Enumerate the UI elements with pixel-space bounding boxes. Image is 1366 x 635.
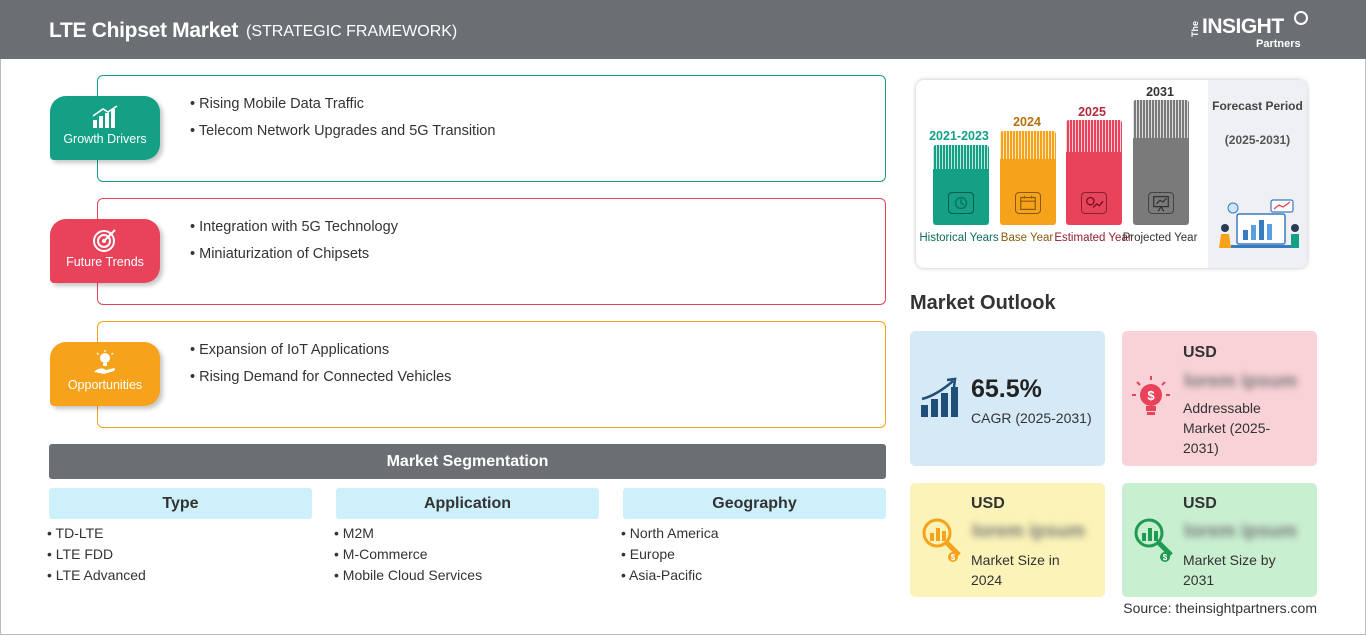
svg-text:$: $	[1163, 553, 1168, 562]
list-item: TD-LTE	[47, 525, 146, 541]
list-item: Rising Mobile Data Traffic	[190, 96, 495, 112]
timeline-year-estimated: 2025	[1078, 105, 1106, 119]
size-2031-currency: USD	[1183, 495, 1217, 512]
cagr-tile: 65.5% CAGR (2025-2031)	[910, 331, 1105, 466]
addressable-market-tile: $ USD lorem ipsum Addressable Market (20…	[1122, 331, 1317, 466]
future-trends-badge: Future Trends	[50, 219, 160, 283]
size-2031-value: lorem ipsum	[1184, 521, 1297, 542]
timeline-label-base: Base Year	[1000, 232, 1054, 244]
market-size-2024-tile: $ USD lorem ipsum Market Size in 2024	[910, 483, 1105, 597]
timeline-bar-base	[1000, 131, 1056, 225]
size-2024-currency: USD	[971, 495, 1005, 512]
list-item: LTE FDD	[47, 546, 146, 562]
timeline-label-projected: Projected Year	[1122, 232, 1198, 244]
timeline-year-historical: 2021-2023	[929, 129, 989, 143]
addressable-label: Addressable Market (2025-2031)	[1183, 400, 1271, 456]
list-item: LTE Advanced	[47, 567, 146, 583]
addressable-currency: USD	[1183, 344, 1217, 361]
segment-application-list: M2M M-Commerce Mobile Cloud Services	[334, 525, 482, 588]
presentation-icon	[1148, 192, 1174, 214]
market-outlook-title: Market Outlook	[910, 292, 1056, 314]
timeline-bar-historical	[933, 145, 989, 225]
header-bar: LTE Chipset Market (STRATEGIC FRAMEWORK)…	[0, 0, 1366, 59]
dollar-bulb-icon: $	[1132, 376, 1170, 415]
growth-drivers-badge: Growth Drivers	[50, 96, 160, 160]
magnifier-chart-icon: $	[922, 518, 961, 562]
page-title: LTE Chipset Market	[49, 19, 239, 42]
growth-chart-icon	[921, 377, 958, 417]
list-item: Expansion of IoT Applications	[190, 342, 451, 358]
size-2024-label: Market Size in 2024	[971, 552, 1060, 588]
market-size-2031-tile: $ USD lorem ipsum Market Size by 2031	[1122, 483, 1317, 597]
segment-type-list: TD-LTE LTE FDD LTE Advanced	[47, 525, 146, 588]
list-item: M-Commerce	[334, 546, 482, 562]
opportunities-card: Expansion of IoT Applications Rising Dem…	[97, 321, 886, 428]
size-2024-value: lorem ipsum	[972, 521, 1085, 542]
analytics-illustration-icon	[1219, 199, 1299, 248]
segment-type-heading: Type	[49, 488, 312, 519]
timeline-label-historical: Historical Years	[919, 232, 999, 244]
calendar-icon	[1015, 192, 1041, 214]
market-segmentation-header: Market Segmentation	[49, 444, 886, 479]
logo-bulb-icon	[1294, 11, 1308, 25]
magnifier-chart-icon: $	[1134, 518, 1173, 562]
timeline-year-projected: 2031	[1146, 85, 1174, 99]
timeline-year-base: 2024	[1013, 115, 1041, 129]
bar-growth-icon	[92, 105, 118, 128]
gear-chart-icon	[1081, 192, 1107, 214]
list-item: Miniaturization of Chipsets	[190, 246, 398, 262]
hand-bulb-icon	[94, 350, 115, 374]
svg-text:$: $	[1147, 388, 1155, 403]
cagr-label: CAGR (2025-2031)	[971, 410, 1092, 426]
forecast-title: Forecast Period	[1212, 99, 1303, 113]
forecast-range: (2025-2031)	[1224, 133, 1291, 147]
growth-drivers-card: Rising Mobile Data Traffic Telecom Netwo…	[97, 75, 886, 182]
list-item: Telecom Network Upgrades and 5G Transiti…	[190, 123, 496, 139]
page-subtitle: (STRATEGIC FRAMEWORK)	[246, 23, 458, 40]
source-note: Source: theinsightpartners.com	[1123, 600, 1317, 616]
list-item: Integration with 5G Technology	[190, 219, 398, 235]
future-trends-card: Integration with 5G Technology Miniaturi…	[97, 198, 886, 305]
addressable-value: lorem ipsum	[1184, 371, 1297, 392]
forecast-period-block: Forecast Period (2025-2031)	[1208, 80, 1307, 268]
size-2031-label: Market Size by 2031	[1183, 552, 1276, 588]
timeline-bar-projected	[1133, 100, 1189, 225]
list-item: Asia-Pacific	[621, 567, 719, 583]
history-icon	[948, 192, 974, 214]
opportunities-badge: Opportunities	[50, 342, 160, 406]
list-item: North America	[621, 525, 719, 541]
list-item: Mobile Cloud Services	[334, 567, 482, 583]
timeline-label-estimated: Estimated Year	[1054, 232, 1132, 244]
list-item: M2M	[334, 525, 482, 541]
svg-text:$: $	[951, 553, 956, 562]
segment-application-heading: Application	[336, 488, 599, 519]
insight-partners-logo[interactable]: The INSIGHT Partners	[1190, 9, 1310, 53]
target-icon	[93, 229, 116, 252]
segment-geography-heading: Geography	[623, 488, 886, 519]
segment-geography-list: North America Europe Asia-Pacific	[621, 525, 719, 588]
list-item: Rising Demand for Connected Vehicles	[190, 369, 451, 385]
list-item: Europe	[621, 546, 719, 562]
cagr-value: 65.5%	[971, 375, 1042, 403]
